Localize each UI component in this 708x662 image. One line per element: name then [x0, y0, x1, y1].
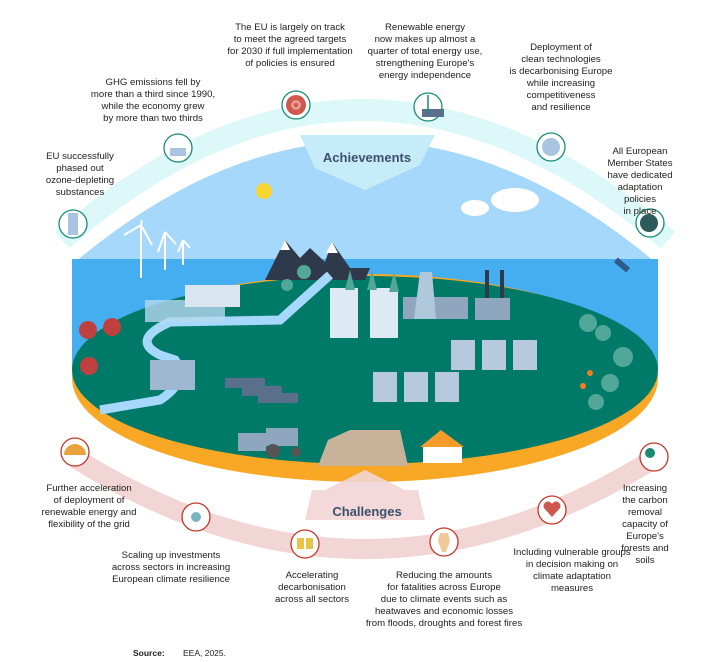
challenges-arc: [69, 449, 661, 559]
forest-fire-icon: [580, 370, 593, 389]
achievements-arrow: [300, 135, 435, 190]
globe-thermometer-icon: [640, 214, 658, 232]
heart-hand-icon: [543, 501, 561, 517]
gauge-wind-solar-icon: [64, 444, 86, 455]
target-icon: [286, 95, 306, 115]
challenges-arrow: [305, 470, 425, 520]
investment-icon: [191, 512, 201, 522]
source-label: Source:: [133, 648, 165, 658]
challenge-renewables-text: Further acceleration of deployment of re…: [41, 483, 137, 530]
sun-icon: [256, 183, 272, 199]
trees: [79, 265, 633, 410]
achievement-adaptation-text: All European Member States have dedicate…: [607, 146, 673, 217]
trains-icon: [297, 538, 313, 549]
achievement-ghg-text: GHG emissions fell by more than a third …: [90, 77, 216, 124]
cloud-icon: [461, 188, 539, 216]
spray-can-icon: [68, 213, 78, 235]
challenge-investments-text: Scaling up investments across sectors in…: [111, 550, 231, 585]
farm-house: [420, 430, 464, 463]
satellite-icon: [613, 257, 631, 273]
wind-solar-icon: [422, 95, 444, 117]
achievement-renewables-text: Renewable energy now makes up almost a q…: [367, 22, 483, 81]
mountains: [265, 240, 370, 280]
factory-icon: [170, 148, 186, 156]
challenge-decarbonisation-text: Accelerating decarbonisation across all …: [274, 570, 350, 605]
achievement-targets-text: The EU is largely on track to meet the a…: [227, 22, 353, 69]
drought-field: [318, 430, 408, 466]
challenges-heading: Challenges: [332, 504, 402, 519]
challenge-vulnerable-groups-text: Including vulnerable groups in decision …: [513, 547, 631, 594]
coffin-icon: [438, 533, 450, 552]
challenge-fatalities-text: Reducing the amounts for fatalities acro…: [365, 570, 523, 629]
houses: [373, 340, 537, 402]
city-buildings: [330, 288, 398, 338]
sky: [75, 141, 655, 262]
farmhouse: [185, 285, 240, 307]
solar-panels: [225, 378, 298, 403]
hydro-dam: [150, 360, 195, 390]
challenge-carbon-removal-text: Increasing the carbon removal capacity o…: [621, 483, 669, 566]
forest-co2-icon: [645, 448, 655, 458]
power-plants: [403, 270, 510, 320]
source-value: EEA, 2025.: [183, 648, 227, 658]
wind-turbines: [123, 219, 191, 278]
achievements-heading: Achievements: [322, 150, 412, 165]
achievement-ozone-text: EU successfully phased out ozone-depleti…: [45, 151, 115, 198]
leaf-circuit-icon: [542, 138, 560, 156]
achievement-clean-tech-text: Deployment of clean technologies is deca…: [509, 42, 613, 113]
achievements-arc: [54, 99, 676, 249]
tractor: [238, 428, 301, 458]
